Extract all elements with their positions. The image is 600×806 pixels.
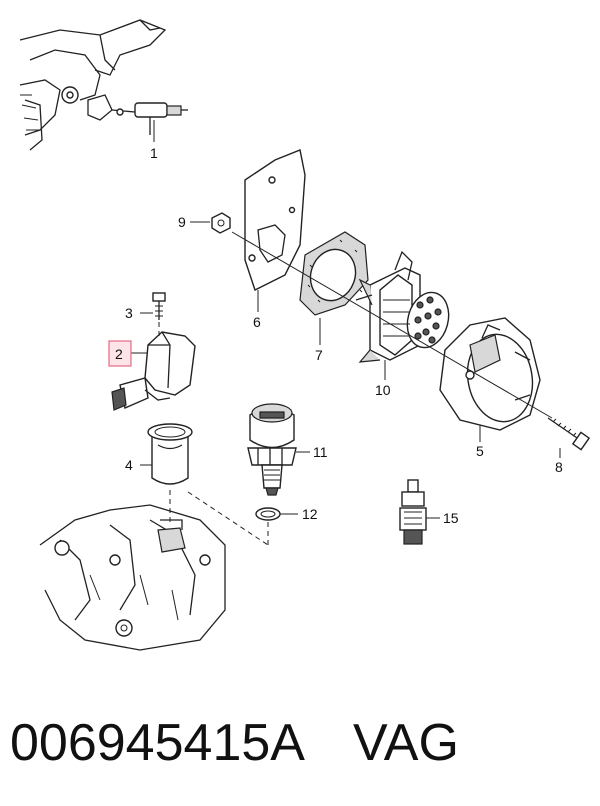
callout-8: 8 <box>555 459 563 475</box>
connector-body-part-10 <box>355 250 450 363</box>
callout-2: 2 <box>115 346 123 362</box>
part-number-footer: 006945415A VAG <box>10 708 590 778</box>
nut-part-9 <box>211 212 231 234</box>
callout-3: 3 <box>125 305 133 321</box>
mounting-plate-part-6 <box>244 149 306 291</box>
bolt-part-3 <box>152 292 166 320</box>
switch-part-15 <box>399 479 427 545</box>
brand: VAG <box>352 714 459 772</box>
pressure-switch-part-11 <box>247 403 297 496</box>
callout-9: 9 <box>178 214 186 230</box>
callout-7: 7 <box>315 347 323 363</box>
screw-part-8 <box>547 417 591 451</box>
callout-2-highlight <box>108 340 132 367</box>
callout-6: 6 <box>253 314 261 330</box>
assembly-axis-line <box>231 231 553 419</box>
housing-part-5 <box>439 317 541 431</box>
sender-part-2 <box>111 331 196 411</box>
installation-lines <box>158 322 269 546</box>
callout-10: 10 <box>375 382 391 398</box>
exploded-parts-diagram: 1 9 3 2 4 6 7 10 5 8 11 12 15 <box>19 19 591 651</box>
callout-1: 1 <box>150 145 158 161</box>
pedal-assembly-illustration <box>19 19 188 151</box>
gasket-part-7 <box>299 231 369 316</box>
callout-4: 4 <box>125 457 133 473</box>
seal-ring-part-12 <box>255 507 281 521</box>
part-number: 006945415A <box>10 714 305 772</box>
sleeve-part-4 <box>147 423 193 485</box>
callout-12: 12 <box>302 506 318 522</box>
leader-lines <box>130 120 561 519</box>
gearbox-housing-illustration <box>39 504 226 651</box>
callout-15: 15 <box>443 510 459 526</box>
callout-11: 11 <box>313 444 328 460</box>
callout-5: 5 <box>476 443 484 459</box>
